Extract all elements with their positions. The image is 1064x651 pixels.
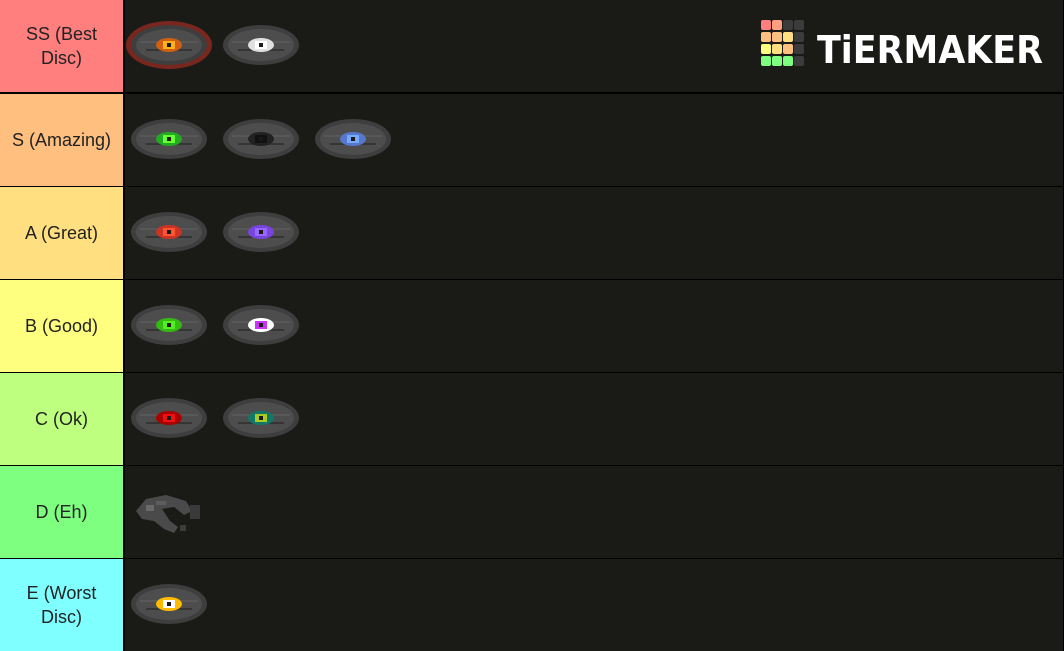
tier-label[interactable]: D (Eh)	[0, 466, 123, 558]
tier-row: SS (Best Disc)	[0, 0, 1064, 92]
tier-label[interactable]: A (Great)	[0, 187, 123, 279]
tier-items-area[interactable]	[125, 373, 1063, 465]
magenta-disc-icon[interactable]	[218, 295, 304, 355]
tier-row: E (Worst Disc)	[0, 559, 1064, 651]
tier-label[interactable]: SS (Best Disc)	[0, 0, 123, 92]
tiermaker-logo: TiERMAKER	[761, 20, 1043, 72]
logo-text: TiERMAKER	[817, 28, 1043, 72]
teal-disc-icon[interactable]	[218, 388, 304, 448]
tier-label[interactable]: E (Worst Disc)	[0, 559, 123, 651]
tier-row: C (Ok)	[0, 373, 1064, 465]
white-disc-icon[interactable]	[218, 15, 304, 75]
tier-label[interactable]: B (Good)	[0, 280, 123, 372]
tier-items-area[interactable]	[125, 94, 1063, 186]
yellow-disc-icon[interactable]	[126, 574, 212, 634]
green-disc-icon[interactable]	[126, 109, 212, 169]
tier-row: A (Great)	[0, 187, 1064, 279]
red-disc-icon[interactable]	[126, 388, 212, 448]
orange-red-disc-icon[interactable]	[126, 202, 212, 262]
tier-items-area[interactable]	[125, 280, 1063, 372]
blue-disc-icon[interactable]	[310, 109, 396, 169]
broken-disc-icon[interactable]	[126, 481, 212, 541]
tier-label[interactable]: S (Amazing)	[0, 94, 123, 186]
purple-disc-icon[interactable]	[218, 202, 304, 262]
black-disc-icon[interactable]	[218, 109, 304, 169]
tier-items-area[interactable]	[125, 559, 1063, 651]
lime-disc-icon[interactable]	[126, 295, 212, 355]
tier-items-area[interactable]	[125, 0, 1063, 92]
tier-items-area[interactable]	[125, 466, 1063, 558]
red-glow-disc-icon[interactable]	[126, 15, 212, 75]
tier-items-area[interactable]	[125, 187, 1063, 279]
tier-row: D (Eh)	[0, 466, 1064, 558]
tier-row: S (Amazing)	[0, 94, 1064, 186]
tier-label[interactable]: C (Ok)	[0, 373, 123, 465]
tier-row: B (Good)	[0, 280, 1064, 372]
